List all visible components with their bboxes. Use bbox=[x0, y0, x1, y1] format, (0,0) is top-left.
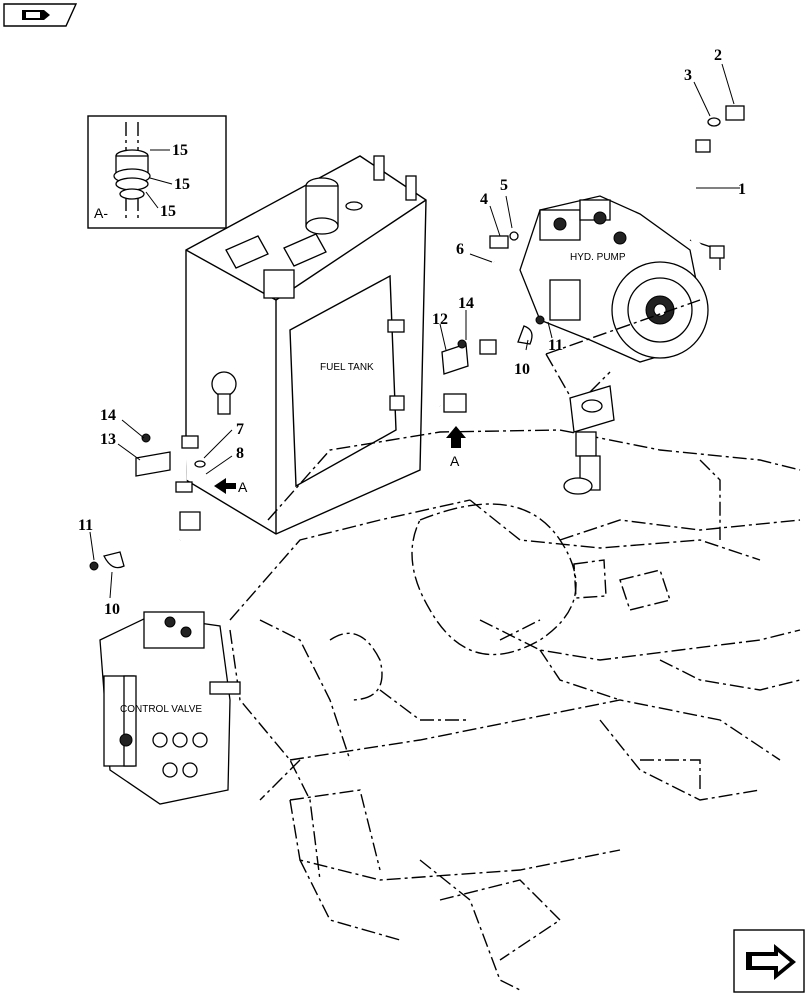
callout-10-upper: 10 bbox=[514, 361, 530, 378]
callout-14-lower: 14 bbox=[100, 407, 116, 424]
callout-11-lower: 11 bbox=[78, 517, 93, 534]
callout-2: 2 bbox=[714, 47, 722, 64]
hose-1 bbox=[677, 105, 745, 261]
view-arrow-right: A bbox=[214, 478, 248, 495]
callout-8: 8 bbox=[236, 445, 244, 462]
callout-3: 3 bbox=[684, 67, 692, 84]
hydraulic-pump: HYD. PUMP bbox=[519, 195, 721, 363]
callout-15-top: 15 bbox=[172, 142, 188, 159]
control-valve-label: CONTROL VALVE bbox=[120, 704, 202, 715]
callout-13: 13 bbox=[100, 431, 116, 448]
view-arrow-right-label: A bbox=[238, 479, 248, 495]
hyd-pump-label: HYD. PUMP bbox=[570, 252, 626, 263]
callout-15-bottom: 15 bbox=[160, 203, 176, 220]
suction-elbow bbox=[563, 371, 615, 495]
fuel-tank: FUEL TANK bbox=[185, 155, 427, 535]
hose-6 bbox=[438, 231, 519, 413]
view-arrow-up-label: A bbox=[450, 453, 460, 469]
callout-leaders bbox=[89, 63, 740, 599]
callout-6: 6 bbox=[456, 241, 464, 258]
callout-10-lower: 10 bbox=[104, 601, 120, 618]
callout-15-middle: 15 bbox=[174, 176, 190, 193]
callout-7: 7 bbox=[236, 421, 244, 438]
detail-view-label: A- bbox=[94, 205, 108, 221]
detail-view-box bbox=[87, 115, 227, 229]
callout-14-upper: 14 bbox=[458, 295, 474, 312]
view-arrow-up: A bbox=[446, 426, 466, 469]
clamps-brackets bbox=[89, 315, 545, 571]
control-valve: CONTROL VALVE bbox=[99, 611, 241, 805]
book-nav-icon[interactable] bbox=[3, 3, 78, 27]
callout-11-upper: 11 bbox=[548, 337, 563, 354]
return-hose bbox=[175, 435, 206, 542]
fuel-tank-label: FUEL TANK bbox=[320, 362, 374, 373]
callout-5: 5 bbox=[500, 177, 508, 194]
next-page-arrow-icon[interactable] bbox=[733, 929, 805, 993]
callout-4: 4 bbox=[480, 191, 488, 208]
callout-numbers: 2 3 1 4 5 6 14 12 10 11 7 8 14 13 11 10 … bbox=[78, 47, 746, 618]
callout-1: 1 bbox=[738, 181, 746, 198]
chassis-frame bbox=[229, 429, 801, 991]
callout-12: 12 bbox=[432, 311, 448, 328]
